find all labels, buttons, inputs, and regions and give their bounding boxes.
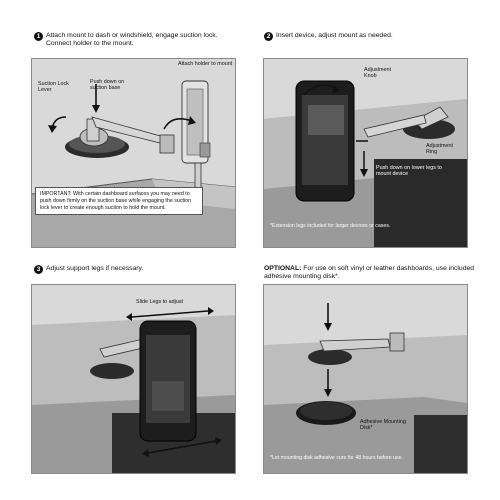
step-2-footnote: *Extension legs included for larger devi… bbox=[270, 223, 391, 229]
label-push-down-legs: Push down on lower legs to mount device bbox=[376, 165, 442, 177]
step-1-illustration: Suction Lock Lever Push down on suction … bbox=[31, 58, 236, 248]
arrow-icon bbox=[303, 84, 368, 171]
label-attach-holder: Attach holder to mount bbox=[178, 61, 233, 67]
label-suction-lock-lever: Suction Lock Lever bbox=[38, 81, 69, 93]
step-3-number: 3 bbox=[34, 265, 43, 274]
step-3-illustration: Slide Legs to adjust bbox=[31, 284, 236, 474]
label-push-down-suction: Push down on suction base bbox=[90, 79, 125, 91]
optional-drawing bbox=[264, 303, 467, 473]
step-3-drawing bbox=[32, 307, 235, 473]
label-adjustment-knob: Adjustment Knob bbox=[364, 67, 391, 79]
step-2-number: 2 bbox=[264, 32, 273, 41]
arrow-icon bbox=[131, 310, 217, 454]
suction-mount-icon bbox=[65, 116, 175, 158]
label-adjustment-ring: Adjustment Ring bbox=[426, 143, 453, 155]
optional-text: For use on soft vinyl or leather dashboa… bbox=[264, 265, 475, 281]
optional-footnote: *Let mounting disk adhesive cure for 48 … bbox=[270, 455, 403, 461]
smartphone-icon bbox=[139, 320, 197, 442]
step-2-illustration: Adjustment Knob Adjustment Ring Push dow… bbox=[263, 58, 468, 248]
label-adhesive-disk: Adhesive Mounting Disk* bbox=[360, 419, 406, 431]
smartphone-icon bbox=[295, 80, 355, 202]
important-note: IMPORTANT: With certain dashboard surfac… bbox=[35, 187, 203, 216]
step-2-text: Insert device, adjust mount as needed. bbox=[276, 32, 393, 39]
phone-holder-icon bbox=[181, 80, 211, 194]
step-1-text: Attach mount to dash or windshield, enga… bbox=[46, 32, 218, 48]
step-2-drawing bbox=[264, 80, 467, 247]
step-1-number: 1 bbox=[34, 32, 43, 41]
step-3-text: Adjust support legs if necessary. bbox=[46, 265, 144, 272]
label-slide-legs: Slide Legs to adjust bbox=[136, 299, 184, 305]
optional-heading: OPTIONAL: bbox=[264, 265, 302, 272]
step-3-instruction: 3 Adjust support legs if necessary. bbox=[34, 265, 244, 274]
optional-instruction: OPTIONAL: For use on soft vinyl or leath… bbox=[264, 265, 478, 281]
step-2-instruction: 2 Insert device, adjust mount as needed. bbox=[264, 32, 474, 41]
step-1-instruction: 1 Attach mount to dash or windshield, en… bbox=[34, 32, 244, 48]
optional-illustration: Adhesive Mounting Disk* *Let mounting di… bbox=[263, 284, 468, 474]
